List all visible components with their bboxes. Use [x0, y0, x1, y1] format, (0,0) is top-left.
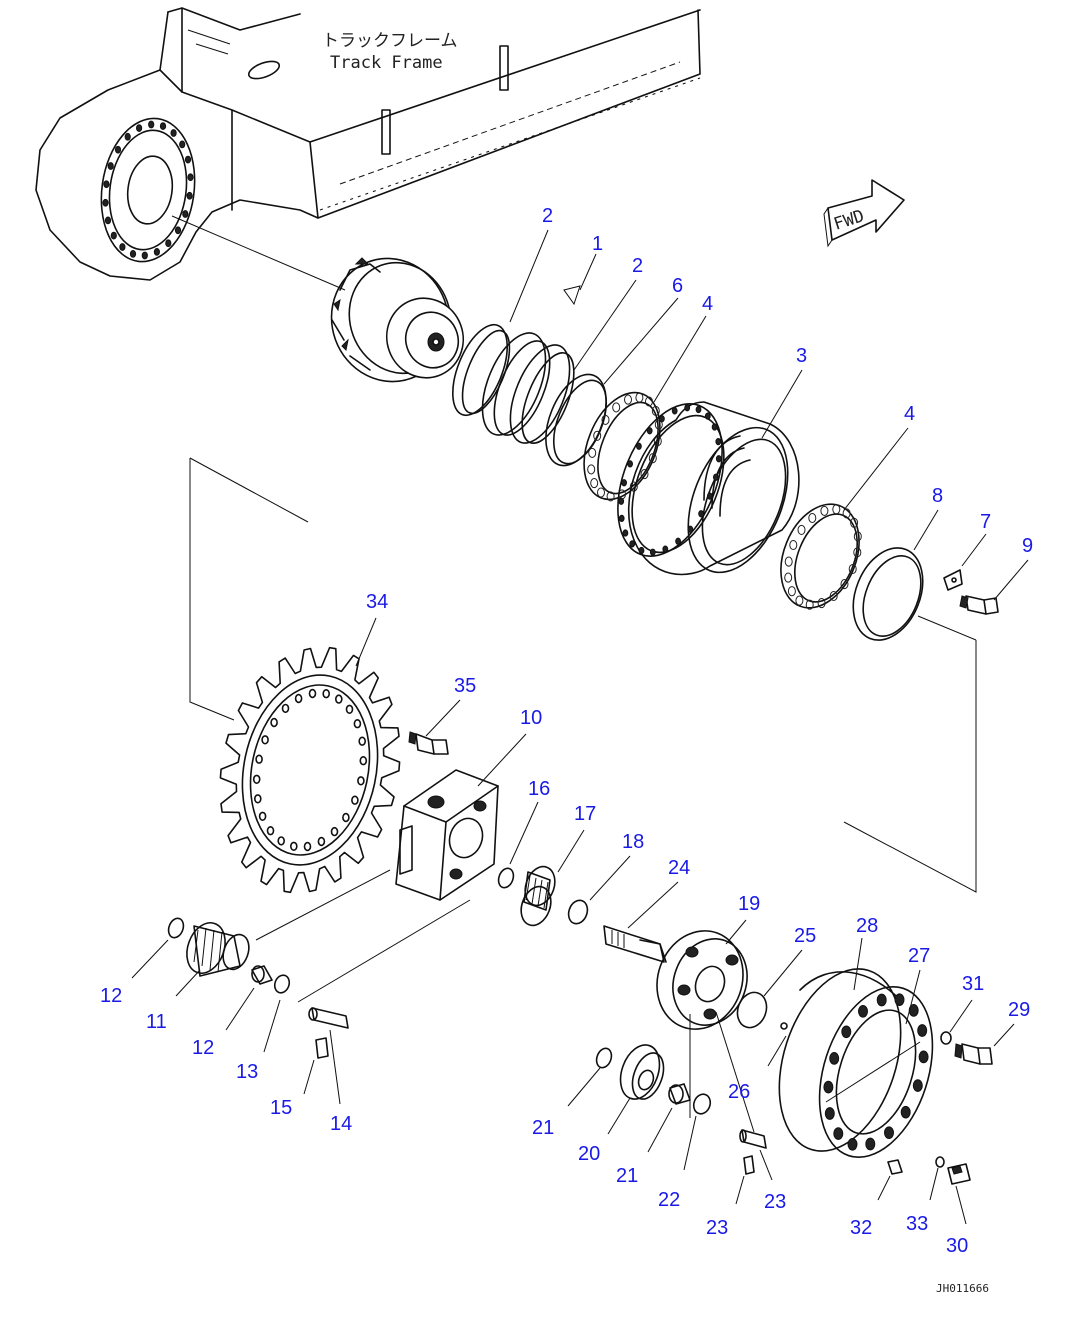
callout-7: 8	[932, 485, 943, 507]
callout-32: 30	[946, 1235, 968, 1257]
track-frame-label-en: Track Frame	[330, 53, 443, 73]
bolt-8	[959, 595, 999, 615]
callout-5: 6	[672, 275, 683, 297]
o-ring-25	[736, 991, 768, 1029]
lock-plate-6	[943, 569, 963, 591]
callout-13: 14	[330, 1113, 352, 1135]
callout-18: 19	[738, 893, 760, 915]
callout-10: 11	[146, 1011, 167, 1033]
callout-23: 23	[706, 1217, 728, 1239]
callout-17: 18	[622, 831, 644, 853]
callout-28: 28	[856, 915, 878, 937]
drawing-code: JH011666	[936, 1282, 989, 1295]
callout-29: 29	[1008, 999, 1030, 1021]
callout-25: 25	[794, 925, 816, 947]
track-frame: トラックフレーム Track Frame	[35, 7, 701, 291]
washer-21-right	[692, 1093, 712, 1115]
callout-8: 9	[1022, 535, 1033, 557]
gear-10	[186, 922, 250, 977]
gear-16	[520, 865, 556, 927]
part-callouts: 2 1 2 6 4 3 4 8 7 9 34 35 10 16 17 18 24…	[100, 205, 1033, 1257]
ball-26	[780, 1022, 788, 1030]
sprocket-34	[219, 646, 401, 894]
hub-housing-3	[617, 401, 800, 576]
callout-4b: 4	[904, 403, 915, 425]
callout-4a: 4	[702, 293, 713, 315]
callout-9: 10	[520, 707, 542, 729]
callout-21a: 21	[532, 1117, 554, 1139]
bearing-4-lower	[780, 503, 862, 610]
gear-19	[619, 1044, 665, 1100]
callout-30: 31	[962, 973, 984, 995]
callout-3: 3	[796, 345, 807, 367]
washer-30	[940, 1031, 952, 1045]
washer-12-right	[273, 974, 291, 994]
callout-leaders	[131, 229, 1029, 1225]
callout-34: 34	[366, 591, 388, 613]
callout-11: 12	[192, 1037, 214, 1059]
bearing-11	[251, 965, 273, 985]
callout-20: 21	[616, 1165, 638, 1187]
callout-1: 1	[592, 233, 603, 255]
shaft-24	[603, 925, 667, 963]
carrier-9	[395, 769, 499, 901]
ring-7	[852, 547, 924, 641]
washer-21-left	[595, 1047, 613, 1069]
washer-17	[567, 899, 589, 925]
pin-13	[308, 1007, 349, 1029]
washer-12-left	[167, 917, 185, 939]
bolt-29	[954, 1043, 993, 1065]
cover-plate-27	[818, 985, 934, 1159]
pin-14	[315, 1037, 329, 1059]
callout-12b: 13	[236, 1061, 258, 1083]
callout-33: 33	[906, 1213, 928, 1235]
pin-23	[743, 1155, 755, 1175]
callout-22: 23	[764, 1191, 786, 1213]
cover-28	[778, 968, 902, 1152]
bolt-35	[408, 731, 449, 755]
fwd-label: FWD	[831, 206, 866, 235]
callout-19: 20	[578, 1143, 600, 1165]
callout-12a: 12	[100, 985, 122, 1007]
reference-lines	[189, 457, 977, 1133]
callout-35: 35	[454, 675, 476, 697]
floating-seal-set	[452, 323, 575, 444]
callout-14: 15	[270, 1097, 292, 1119]
callout-2b: 2	[632, 255, 643, 277]
travel-motor	[330, 257, 465, 383]
washer-33	[935, 1156, 945, 1168]
o-ring-5	[545, 373, 608, 467]
fwd-arrow-icon: FWD	[823, 179, 905, 248]
bearing-4-upper	[583, 391, 663, 502]
pin-22	[739, 1129, 767, 1149]
washer-15	[497, 867, 515, 889]
callout-16: 17	[574, 803, 596, 825]
callout-21b: 22	[658, 1189, 680, 1211]
callout-26: 26	[728, 1081, 750, 1103]
callout-2a: 2	[542, 205, 553, 227]
callout-27: 27	[908, 945, 930, 967]
track-frame-label-jp: トラックフレーム	[322, 31, 458, 51]
callout-31: 32	[850, 1217, 872, 1239]
callout-6: 7	[980, 511, 991, 533]
callout-15: 16	[528, 778, 550, 800]
bearing-20	[668, 1083, 691, 1105]
planet-carrier-18	[656, 930, 748, 1030]
plug-31	[887, 1159, 903, 1175]
plug-32	[947, 1163, 971, 1185]
callout-24: 24	[668, 857, 690, 879]
